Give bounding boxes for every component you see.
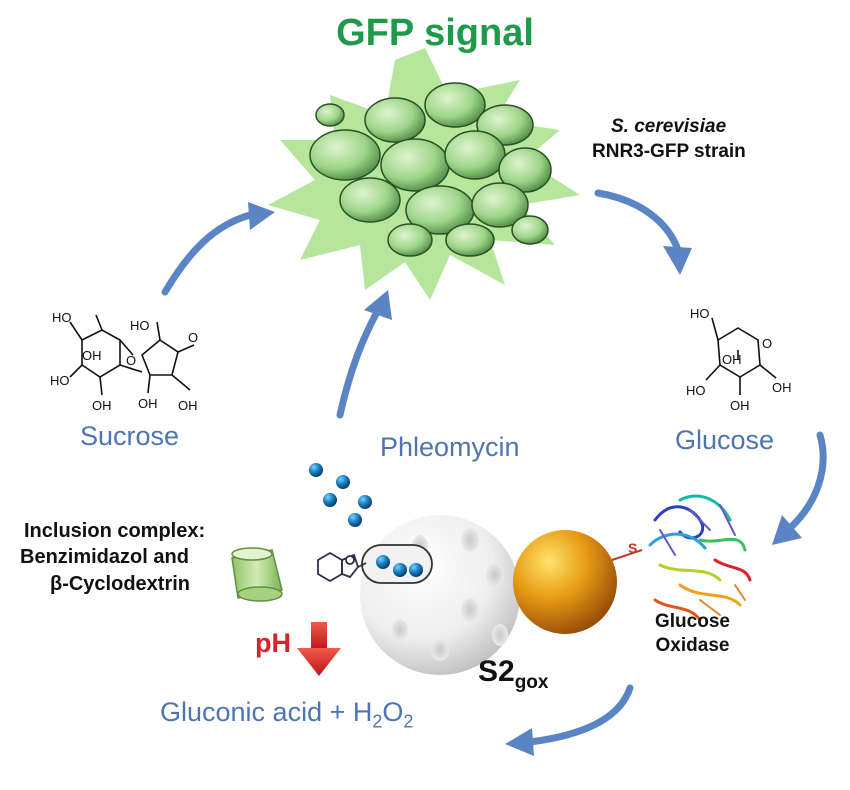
gluconic-acid-label: Gluconic acid + H2O2 [160, 697, 413, 732]
gluconic-sub1: 2 [372, 711, 383, 732]
sucrose-ho-1: HO [52, 310, 72, 325]
arrow-sucrose-to-gfp [161, 211, 254, 296]
s2-gox-label: S2gox [478, 655, 548, 694]
sulfur-linker-label: S [628, 540, 638, 556]
arrow-glucose-to-enzyme [786, 431, 827, 532]
arrow-gfp-to-glucose [594, 189, 682, 254]
gold-nanoparticle [513, 530, 617, 634]
cyclodextrin-cup-icon [231, 547, 283, 602]
inclusion-complex-line2: Benzimidazol and [20, 546, 189, 568]
linker [611, 549, 643, 561]
yeast-cells-icon [309, 82, 552, 257]
glucose-oh-1: OH [722, 352, 742, 367]
mesoporous-silica-nanoparticle [360, 515, 520, 675]
sucrose-o-ring: O [188, 330, 198, 345]
gfp-signal-title: GFP signal [336, 12, 534, 54]
glucose-structure [705, 317, 777, 395]
sucrose-oh-1: OH [82, 348, 102, 363]
glucose-oxidase-line2: Oxidase [655, 635, 730, 656]
glucose-ho-1: HO [690, 306, 710, 321]
ph-label: pH [255, 628, 291, 658]
strain-label: RNR3-GFP strain [592, 141, 746, 162]
sucrose-structure [69, 314, 195, 396]
sucrose-oh-3: OH [138, 396, 158, 411]
benzimidazole-icon [317, 551, 367, 583]
phleomycin-label: Phleomycin [380, 432, 520, 462]
glucose-o-ring: O [762, 336, 772, 351]
sucrose-o-link: O [126, 353, 136, 368]
inclusion-complex-line1: Inclusion complex: [24, 520, 206, 542]
arrow-enzyme-to-gluconic [526, 684, 634, 746]
glucose-atom-labels: HO O OH HO OH OH [686, 306, 792, 413]
glucose-ho-2: HO [686, 383, 706, 398]
sucrose-oh-2: OH [92, 398, 112, 413]
inclusion-complex-line3: β-Cyclodextrin [50, 573, 191, 595]
sucrose-atom-labels: HO OH HO OH O HO O OH OH [50, 310, 198, 413]
glucose-oh-2: OH [730, 398, 750, 413]
s2-sub: gox [514, 672, 549, 693]
sucrose-label: Sucrose [80, 421, 180, 451]
phleomycin-molecules [309, 463, 372, 527]
species-label: S. cerevisiae [611, 116, 727, 137]
sucrose-ho-2: HO [50, 373, 70, 388]
sucrose-ho-3: HO [130, 318, 150, 333]
glucose-oxidase-line1: Glucose [655, 611, 730, 632]
glucose-oh-3: OH [772, 380, 792, 395]
arrow-phleomycin-to-gfp [336, 306, 382, 419]
gluconic-mid: O [382, 697, 404, 727]
sucrose-oh-4: OH [178, 398, 198, 413]
gluconic-prefix: Gluconic acid + H [160, 697, 373, 727]
glucose-oxidase-label: Glucose Oxidase [655, 610, 730, 658]
glucose-label: Glucose [675, 425, 775, 455]
gluconic-sub2: 2 [403, 711, 414, 732]
glucose-oxidase-protein-icon [648, 494, 752, 622]
ph-down-arrow-icon [297, 622, 341, 676]
s2-main: S2 [478, 655, 515, 688]
